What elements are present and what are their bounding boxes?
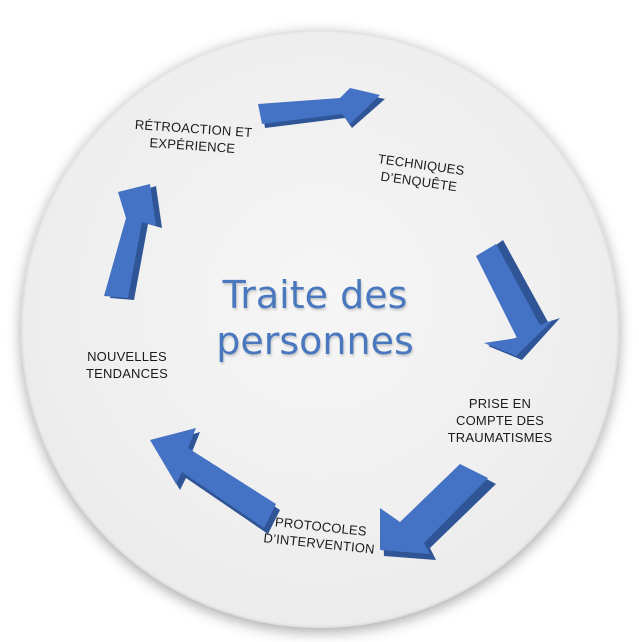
arrow-trends-to-feedback [104, 184, 162, 300]
arrow-feedback-to-techniques [258, 88, 385, 128]
diagram-title: Traite des personnes [170, 272, 460, 364]
arrow-trauma-to-protocols [380, 464, 496, 560]
stage-label-line: TRAUMATISMES [447, 430, 553, 445]
arrow-protocols-to-trends [150, 428, 280, 534]
stage-label-trauma: PRISE EN COMPTE DES TRAUMATISMES [440, 395, 560, 446]
arrow-techniques-to-trauma [476, 240, 560, 360]
stage-label-trends: NOUVELLES TENDANCES [72, 348, 182, 382]
stage-label-line: PRISE EN [468, 396, 532, 411]
stage-label-line: TENDANCES [86, 366, 168, 381]
stage-label-line: NOUVELLES [87, 349, 167, 364]
title-line-2: personnes [216, 319, 414, 363]
stage-label-line: COMPTE DES [456, 413, 544, 428]
title-line-1: Traite des [222, 273, 408, 317]
